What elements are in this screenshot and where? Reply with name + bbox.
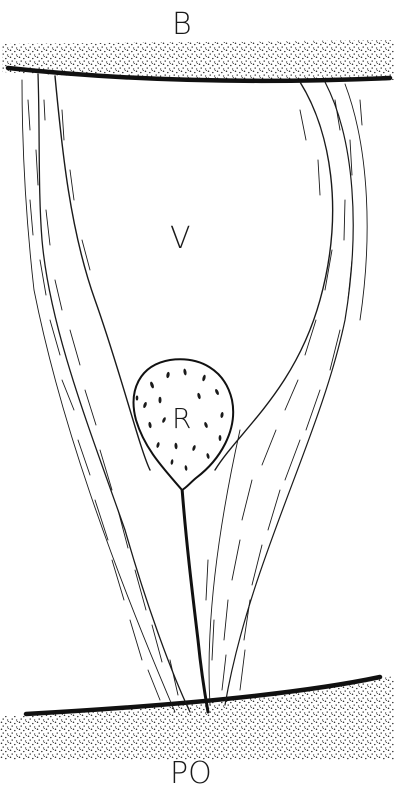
label-cell: R (172, 402, 191, 435)
nerve-fiber (182, 488, 208, 712)
top-stippled-layer (2, 40, 394, 82)
label-bottom-layer: PO (170, 756, 212, 788)
label-top-layer: B (172, 7, 192, 42)
label-cavity: V (170, 221, 191, 256)
bottom-stippled-layer (0, 676, 394, 760)
